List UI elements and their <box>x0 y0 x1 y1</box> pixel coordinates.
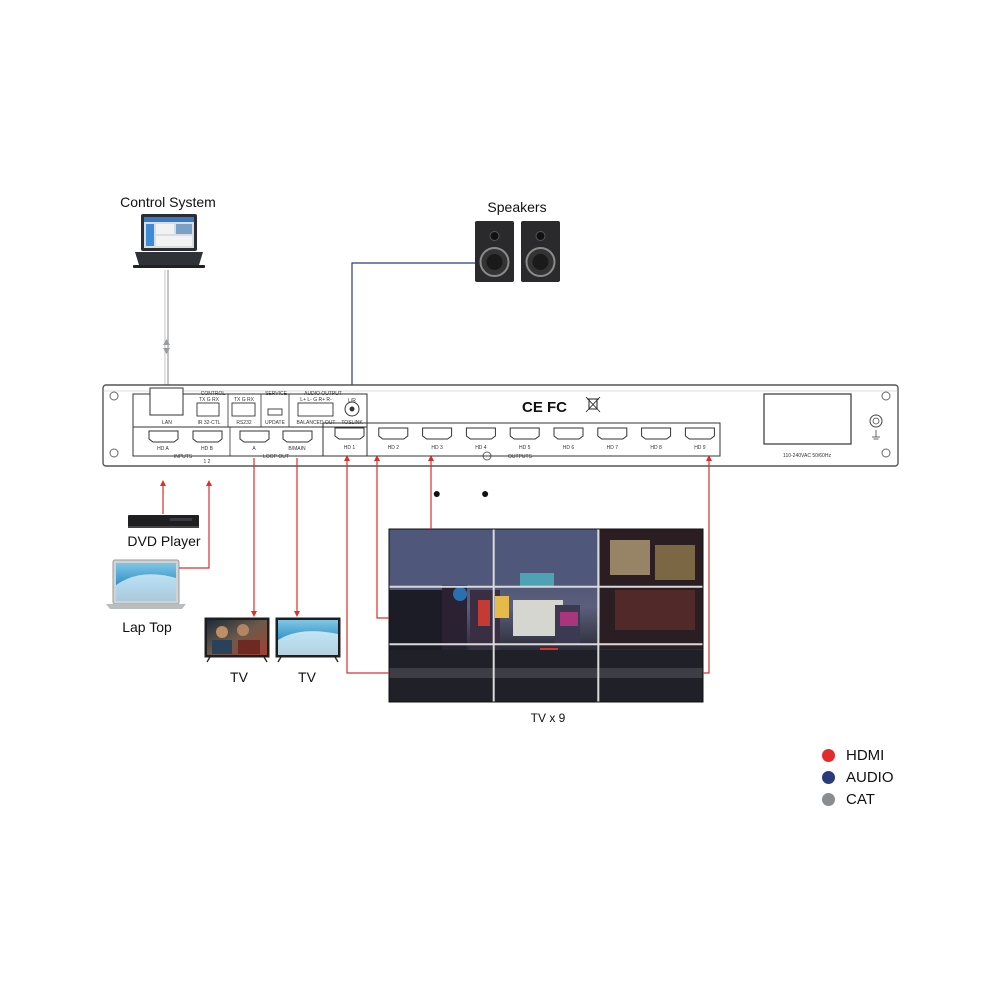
hd-b-sub-label: 1 2 <box>204 459 211 465</box>
output-port-hd-4[interactable] <box>465 427 496 440</box>
legend-item-audio: AUDIO <box>822 766 894 788</box>
update-port-label: UPDATE <box>265 420 286 426</box>
legend: HDMI AUDIO CAT <box>822 744 894 810</box>
update-port[interactable] <box>267 408 283 416</box>
legend-label: CAT <box>846 790 875 808</box>
legend-label: HDMI <box>846 746 885 764</box>
output-port-label-hd-1: HD 1 <box>344 445 356 451</box>
balanced-out-port[interactable] <box>297 402 334 417</box>
output-port-hd-9[interactable] <box>684 427 715 440</box>
output-port-label-hd-7: HD 7 <box>607 445 619 451</box>
power-rating-label: 110-240VAC 50/60Hz <box>783 453 831 459</box>
speakers <box>475 221 560 282</box>
certification-marks: CE FC <box>522 399 567 416</box>
output-port-hd-5[interactable] <box>509 427 540 440</box>
group-loop-out-label: LOOP OUT <box>263 454 289 460</box>
ir-port-label: IR 32-CTL <box>197 420 220 426</box>
loop-a-port[interactable] <box>239 430 270 443</box>
output-port-label-hd-8: HD 8 <box>650 445 662 451</box>
output-port-label-hd-6: HD 6 <box>563 445 575 451</box>
hd-a-input-port[interactable] <box>148 430 179 443</box>
legend-dot-icon <box>822 792 835 806</box>
hd-b-input-port[interactable] <box>192 430 223 443</box>
hdmi-cable-hd2 <box>374 455 389 619</box>
hdmi-cable-hd1 <box>344 455 389 674</box>
laptop-label: Lap Top <box>122 619 172 635</box>
output-port-hd-6[interactable] <box>553 427 584 440</box>
output-port-hd-2[interactable] <box>378 427 409 440</box>
hdmi-cable-hd9 <box>703 455 712 674</box>
output-port-label-hd-4: HD 4 <box>475 445 487 451</box>
continuation-marker: ● ● <box>433 485 508 501</box>
video-wall <box>388 528 704 703</box>
lan-port[interactable] <box>149 387 184 416</box>
ir-pins-label: TX G RX <box>199 397 220 403</box>
legend-dot-icon <box>822 770 835 784</box>
hdmi-cable-laptop <box>179 480 212 569</box>
tv-1 <box>204 617 270 663</box>
group-control-label: CONTROL <box>201 391 226 397</box>
tv-1-label: TV <box>230 669 249 685</box>
legend-dot-icon <box>822 748 835 762</box>
control-group-frame <box>132 393 368 427</box>
output-ports: HD 1 HD 2 HD 3 HD 4 HD 5 HD 6 HD 7 HD 8 HD 9 <box>334 427 715 451</box>
output-port-label-hd-3: HD 3 <box>431 445 443 451</box>
ir-port[interactable] <box>196 402 220 417</box>
toslink-top-label: L/R <box>348 398 356 404</box>
output-port-label-hd-9: HD 9 <box>694 445 706 451</box>
balanced-pins-label: L+ L- G R+ R- <box>300 397 332 403</box>
cat-cable <box>163 270 170 385</box>
group-service-label: SERVICE <box>265 391 288 397</box>
power-inlet[interactable] <box>763 393 852 445</box>
dvd-player-label: DVD Player <box>127 533 200 549</box>
group-inputs-label: INPUTS <box>174 454 193 460</box>
hd-b-label: HD B <box>201 446 214 452</box>
speakers-label: Speakers <box>487 199 546 215</box>
inputs-group-frame <box>132 427 368 457</box>
loop-b-port[interactable] <box>282 430 313 443</box>
loop-b-label: B/MAIN <box>288 446 306 452</box>
loop-a-label: A <box>252 446 256 452</box>
group-outputs-label: OUTPUTS <box>508 454 533 460</box>
legend-item-cat: CAT <box>822 788 894 810</box>
rs232-port[interactable] <box>231 402 256 417</box>
control-system-laptop <box>133 214 205 268</box>
ground-screw-icon <box>869 414 883 440</box>
output-port-label-hd-5: HD 5 <box>519 445 531 451</box>
rs232-pins-label: TX G RX <box>234 397 255 403</box>
audio-cable <box>349 262 475 398</box>
legend-label: AUDIO <box>846 768 894 786</box>
tv-2 <box>275 617 341 663</box>
weee-bin-icon <box>585 396 601 413</box>
outputs-group-frame <box>322 422 721 457</box>
group-audio-output-label: AUDIO OUTPUT <box>304 391 342 397</box>
output-port-label-hd-2: HD 2 <box>388 445 400 451</box>
output-port-hd-3[interactable] <box>422 427 453 440</box>
balanced-out-label: BALANCED OUT <box>297 420 336 426</box>
output-port-hd-8[interactable] <box>641 427 672 440</box>
rs232-port-label: RS232 <box>236 420 252 426</box>
control-system-label: Control System <box>120 194 216 210</box>
output-port-hd-1[interactable] <box>334 427 365 440</box>
dvd-player <box>128 515 199 528</box>
hd-a-label: HD A <box>157 446 169 452</box>
output-port-hd-7[interactable] <box>597 427 628 440</box>
laptop <box>106 559 186 609</box>
lan-port-label: LAN <box>162 420 172 426</box>
tv-2-label: TV <box>298 669 317 685</box>
legend-item-hdmi: HDMI <box>822 744 894 766</box>
video-wall-label: TV x 9 <box>531 711 566 725</box>
